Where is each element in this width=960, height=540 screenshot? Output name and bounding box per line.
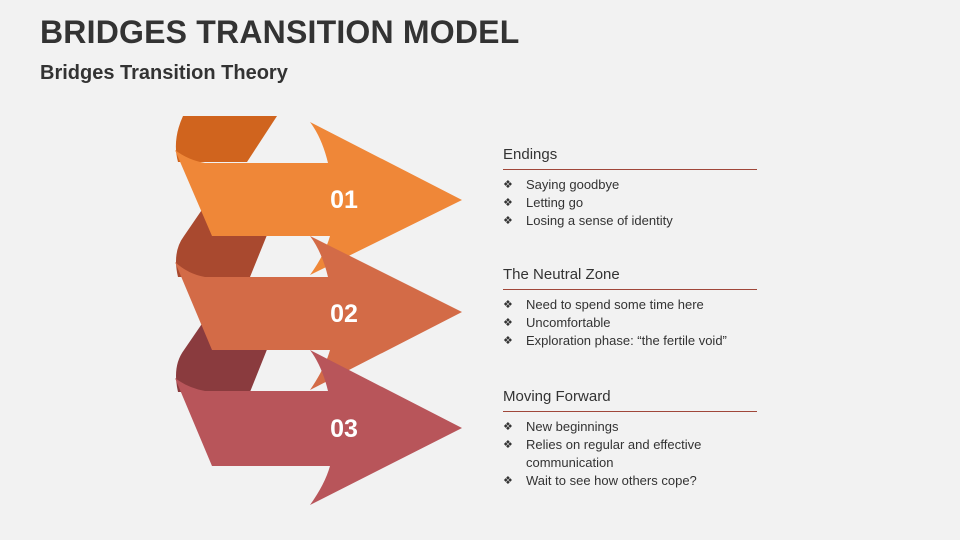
diamond-bullet-icon: ❖ [503,334,513,347]
step-title: The Neutral Zone [503,266,757,290]
list-item: ❖Uncomfortable [503,315,611,330]
step-title: Moving Forward [503,388,757,412]
diamond-bullet-icon: ❖ [503,438,513,451]
diamond-bullet-icon: ❖ [503,474,513,487]
arrow-3 [175,350,462,505]
bullet-list: ❖Saying goodbye ❖Letting go ❖Losing a se… [503,176,757,230]
diamond-bullet-icon: ❖ [503,298,513,311]
step-block-neutral-zone: The Neutral Zone ❖Need to spend some tim… [503,266,757,350]
list-item: ❖Exploration phase: “the fertile void” [503,333,727,348]
list-item: ❖New beginnings [503,419,619,434]
step-number-2: 02 [330,300,358,328]
ribbon-fold-top [175,116,277,162]
arrow-1 [175,122,462,275]
step-number-3: 03 [330,415,358,443]
step-block-endings: Endings ❖Saying goodbye ❖Letting go ❖Los… [503,146,757,230]
list-item: ❖Losing a sense of identity [503,213,673,228]
diamond-bullet-icon: ❖ [503,214,513,227]
step-number-1: 01 [330,186,358,214]
step-block-moving-forward: Moving Forward ❖New beginnings ❖Relies o… [503,388,757,490]
list-item: ❖Saying goodbye [503,177,620,192]
diamond-bullet-icon: ❖ [503,178,513,191]
diamond-bullet-icon: ❖ [503,316,513,329]
list-item: ❖Letting go [503,195,584,210]
arrow-2 [175,236,462,390]
diamond-bullet-icon: ❖ [503,196,513,209]
page-subtitle: Bridges Transition Theory [40,62,288,84]
bullet-list: ❖Need to spend some time here ❖Uncomfort… [503,296,757,350]
diamond-bullet-icon: ❖ [503,420,513,433]
step-title: Endings [503,146,757,170]
list-item: ❖Need to spend some time here [503,297,704,312]
list-item: ❖Relies on regular and effective communi… [503,437,702,470]
bullet-list: ❖New beginnings ❖Relies on regular and e… [503,418,757,490]
page-title: BRIDGES TRANSITION MODEL [40,14,520,50]
list-item: ❖Wait to see how others cope? [503,473,697,488]
